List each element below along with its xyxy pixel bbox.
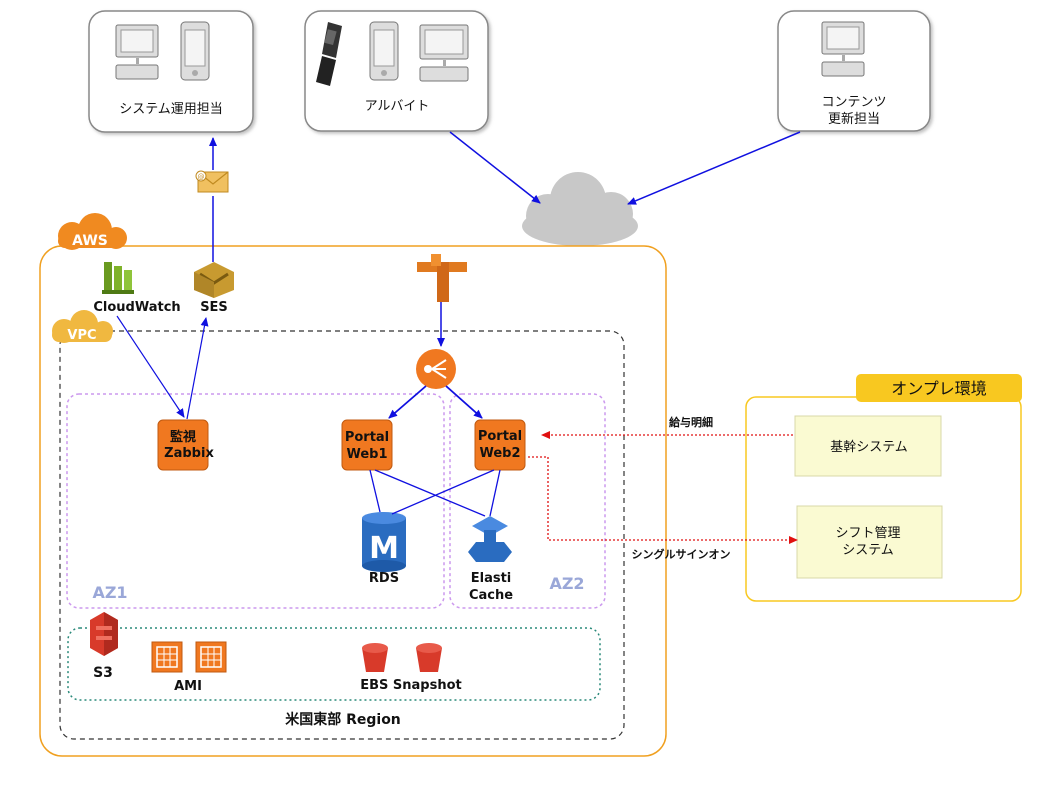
flow-parttime-to-internet: [449, 131, 541, 204]
smartphone-icon: [369, 21, 399, 81]
user-group-ops: システム運用担当: [88, 10, 254, 133]
aws-badge-label: AWS: [72, 233, 108, 249]
link-web1-rds: [369, 469, 381, 513]
user-group-content: コンテンツ 更新担当: [777, 10, 931, 132]
portal-web1-server: Portal Web1: [341, 419, 393, 471]
az1-boundary: [66, 393, 445, 609]
link-web2-rds: [391, 469, 495, 515]
user-ops-label: システム運用担当: [119, 102, 223, 117]
elasticache-label-line1: Elasti: [471, 571, 512, 586]
portal-web2-server: Portal Web2: [474, 419, 526, 471]
user-parttime-label: アルバイト: [365, 99, 430, 114]
zabbix-label-line1: 監視: [170, 429, 196, 445]
link-web1-cache: [374, 469, 486, 517]
link-web2-to-shift: [528, 456, 798, 544]
email-icon: @: [195, 170, 229, 193]
web1-label-line2: Web1: [346, 447, 387, 462]
ebs-snapshot-label: EBS Snapshot: [360, 678, 462, 693]
flow-zabbix-to-ses: [186, 317, 209, 420]
load-balancer-icon: [416, 349, 456, 389]
rds-label: RDS: [369, 571, 399, 586]
desktop-pc-icon: [115, 24, 159, 80]
sso-label: シングルサインオン: [632, 547, 731, 561]
user-content-label-line1: コンテンツ: [821, 95, 886, 110]
flow-elb-to-web1: [388, 385, 427, 419]
storage-boundary: [67, 627, 601, 701]
zabbix-label-line2: Zabbix: [164, 446, 214, 461]
web2-label-line1: Portal: [478, 429, 522, 444]
user-content-label-line2: 更新担当: [828, 111, 880, 127]
shift-system-label-line1: シフト管理: [835, 526, 900, 541]
payslip-label: 給与明細: [669, 415, 713, 429]
feature-phone-icon: [316, 22, 342, 86]
web1-label-line1: Portal: [345, 430, 389, 445]
vpc-badge-label: VPC: [67, 328, 96, 343]
cloudfront-icon: [417, 254, 467, 302]
aws-cloud-boundary: [39, 245, 667, 757]
region-label: 米国東部 Region: [285, 711, 401, 728]
flow-content-to-internet: [627, 131, 801, 205]
svg-text:@: @: [198, 173, 205, 181]
cloudwatch-label: CloudWatch: [93, 300, 180, 315]
svg-text:M: M: [369, 531, 399, 566]
rds-database-icon: M: [362, 512, 406, 572]
s3-label: S3: [93, 665, 113, 681]
onprem-title: オンプレ環境: [891, 379, 987, 398]
desktop-pc-icon: [821, 21, 865, 77]
vpc-boundary: [59, 330, 625, 740]
az1-label: AZ1: [92, 583, 127, 602]
zabbix-server: 監視 Zabbix: [157, 419, 214, 471]
elasticache-label-line2: Cache: [469, 588, 513, 603]
s3-bucket-icon: [90, 612, 118, 656]
aws-badge: AWS: [58, 213, 127, 250]
desktop-pc-icon: [419, 24, 469, 82]
web2-label-line2: Web2: [479, 446, 520, 461]
ses-icon: [194, 262, 234, 298]
ami-label: AMI: [174, 679, 202, 694]
ses-label: SES: [200, 300, 228, 315]
flow-cloudwatch-to-zabbix: [116, 315, 185, 418]
az2-label: AZ2: [549, 574, 584, 593]
onprem-title-tab: オンプレ環境: [856, 374, 1022, 402]
shift-system-box: シフト管理 システム: [796, 505, 943, 579]
smartphone-icon: [180, 21, 210, 81]
flow-elb-to-web2: [445, 385, 483, 419]
core-system-label: 基幹システム: [830, 439, 908, 455]
shift-system-label-line2: システム: [842, 543, 894, 558]
vpc-badge: VPC: [52, 310, 113, 343]
ami-icon: [151, 641, 227, 673]
internet-cloud-icon: [522, 172, 638, 246]
user-group-parttime: アルバイト: [304, 10, 489, 132]
core-system-box: 基幹システム: [794, 415, 942, 477]
elasticache-icon: [468, 516, 512, 562]
ebs-snapshot-icon: [362, 643, 442, 672]
cloudwatch-icon: [102, 262, 134, 294]
link-web2-cache: [489, 469, 501, 517]
